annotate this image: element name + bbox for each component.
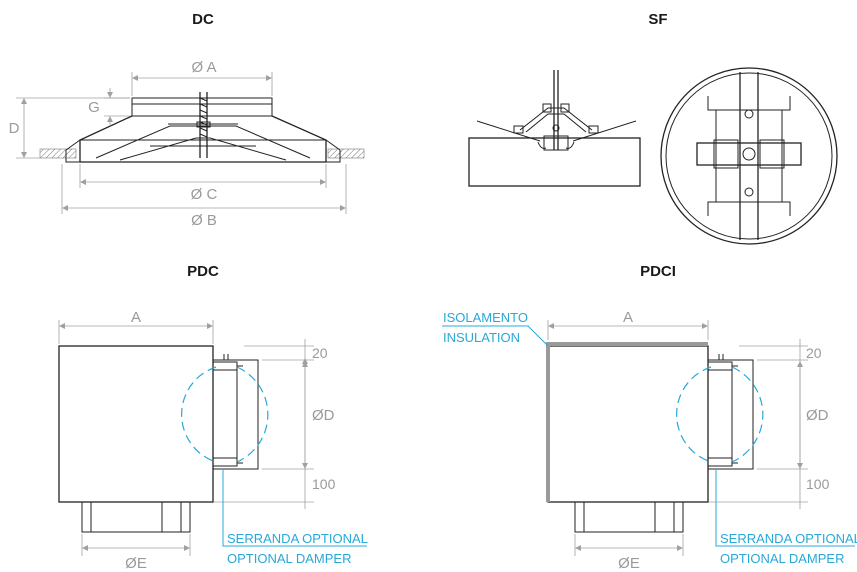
- dc-dim-d: D: [9, 120, 20, 137]
- pdci-plenum-drawing: [546, 342, 764, 533]
- pdci-insulation-callout: ISOLAMENTO INSULATION: [442, 310, 549, 347]
- pdci-note-damper-en: OPTIONAL DAMPER: [720, 551, 844, 566]
- pdc-plenum-drawing: [58, 345, 269, 533]
- dc-top-plate: [131, 97, 273, 105]
- pdci-dimensions: A ØE 20 ØD 100: [547, 309, 830, 572]
- pdci-dim-d: ØD: [806, 407, 829, 424]
- pdci-outlet-spigot: [574, 501, 684, 533]
- pdci-dim-e: ØE: [618, 555, 640, 572]
- pdc-dimensions: A ØE 20 ØD 100: [58, 309, 336, 572]
- dc-dim-g: G: [88, 99, 100, 116]
- pdc-dim-a: A: [131, 309, 141, 326]
- pdc-dim-bottom: 100: [312, 476, 336, 492]
- title-sf: SF: [648, 11, 667, 28]
- pdci-insulation-layer: [546, 342, 708, 502]
- pdc-outlet-spigot: [81, 501, 191, 533]
- pdc-dim-top: 20: [312, 345, 328, 361]
- pdc-dim-e: ØE: [125, 555, 147, 572]
- pdc-box: [58, 345, 214, 503]
- pdc-damper-circle: [181, 366, 217, 463]
- pdci-note-damper-it: SERRANDA OPTIONAL: [720, 531, 857, 546]
- pdc-note-damper-it: SERRANDA OPTIONAL: [227, 531, 368, 546]
- sf-outer-ring: [660, 67, 838, 245]
- pdci-note-insulation-en: INSULATION: [443, 330, 520, 345]
- ceiling-hatch-right: [327, 148, 365, 159]
- pdci-dim-top: 20: [806, 345, 822, 361]
- pdci-note-insulation-it: ISOLAMENTO: [443, 310, 528, 325]
- pdci-dim-bottom: 100: [806, 476, 830, 492]
- pdci-dim-a: A: [623, 309, 633, 326]
- dc-dim-b: Ø B: [191, 212, 217, 229]
- pdc-damper-callout: SERRANDA OPTIONAL OPTIONAL DAMPER: [222, 470, 368, 566]
- pdci-damper-callout: SERRANDA OPTIONAL OPTIONAL DAMPER: [715, 470, 857, 566]
- pdc-dim-d: ØD: [312, 407, 335, 424]
- sf-top-view: [660, 67, 838, 245]
- dc-dim-a: Ø A: [191, 59, 216, 76]
- pdc-note-damper-en: OPTIONAL DAMPER: [227, 551, 351, 566]
- dc-dimensions: Ø A Ø C Ø B G D: [9, 59, 347, 229]
- pdci-damper-circle: [676, 366, 712, 463]
- title-pdci: PDCI: [640, 263, 676, 280]
- sf-side-view: [468, 70, 641, 187]
- title-dc: DC: [192, 11, 214, 28]
- ceiling-hatch-left: [39, 148, 77, 159]
- pdci-box: [547, 345, 709, 503]
- dc-dim-c: Ø C: [191, 186, 218, 203]
- dc-diffuser-drawing: [39, 92, 365, 163]
- title-pdc: PDC: [187, 263, 219, 280]
